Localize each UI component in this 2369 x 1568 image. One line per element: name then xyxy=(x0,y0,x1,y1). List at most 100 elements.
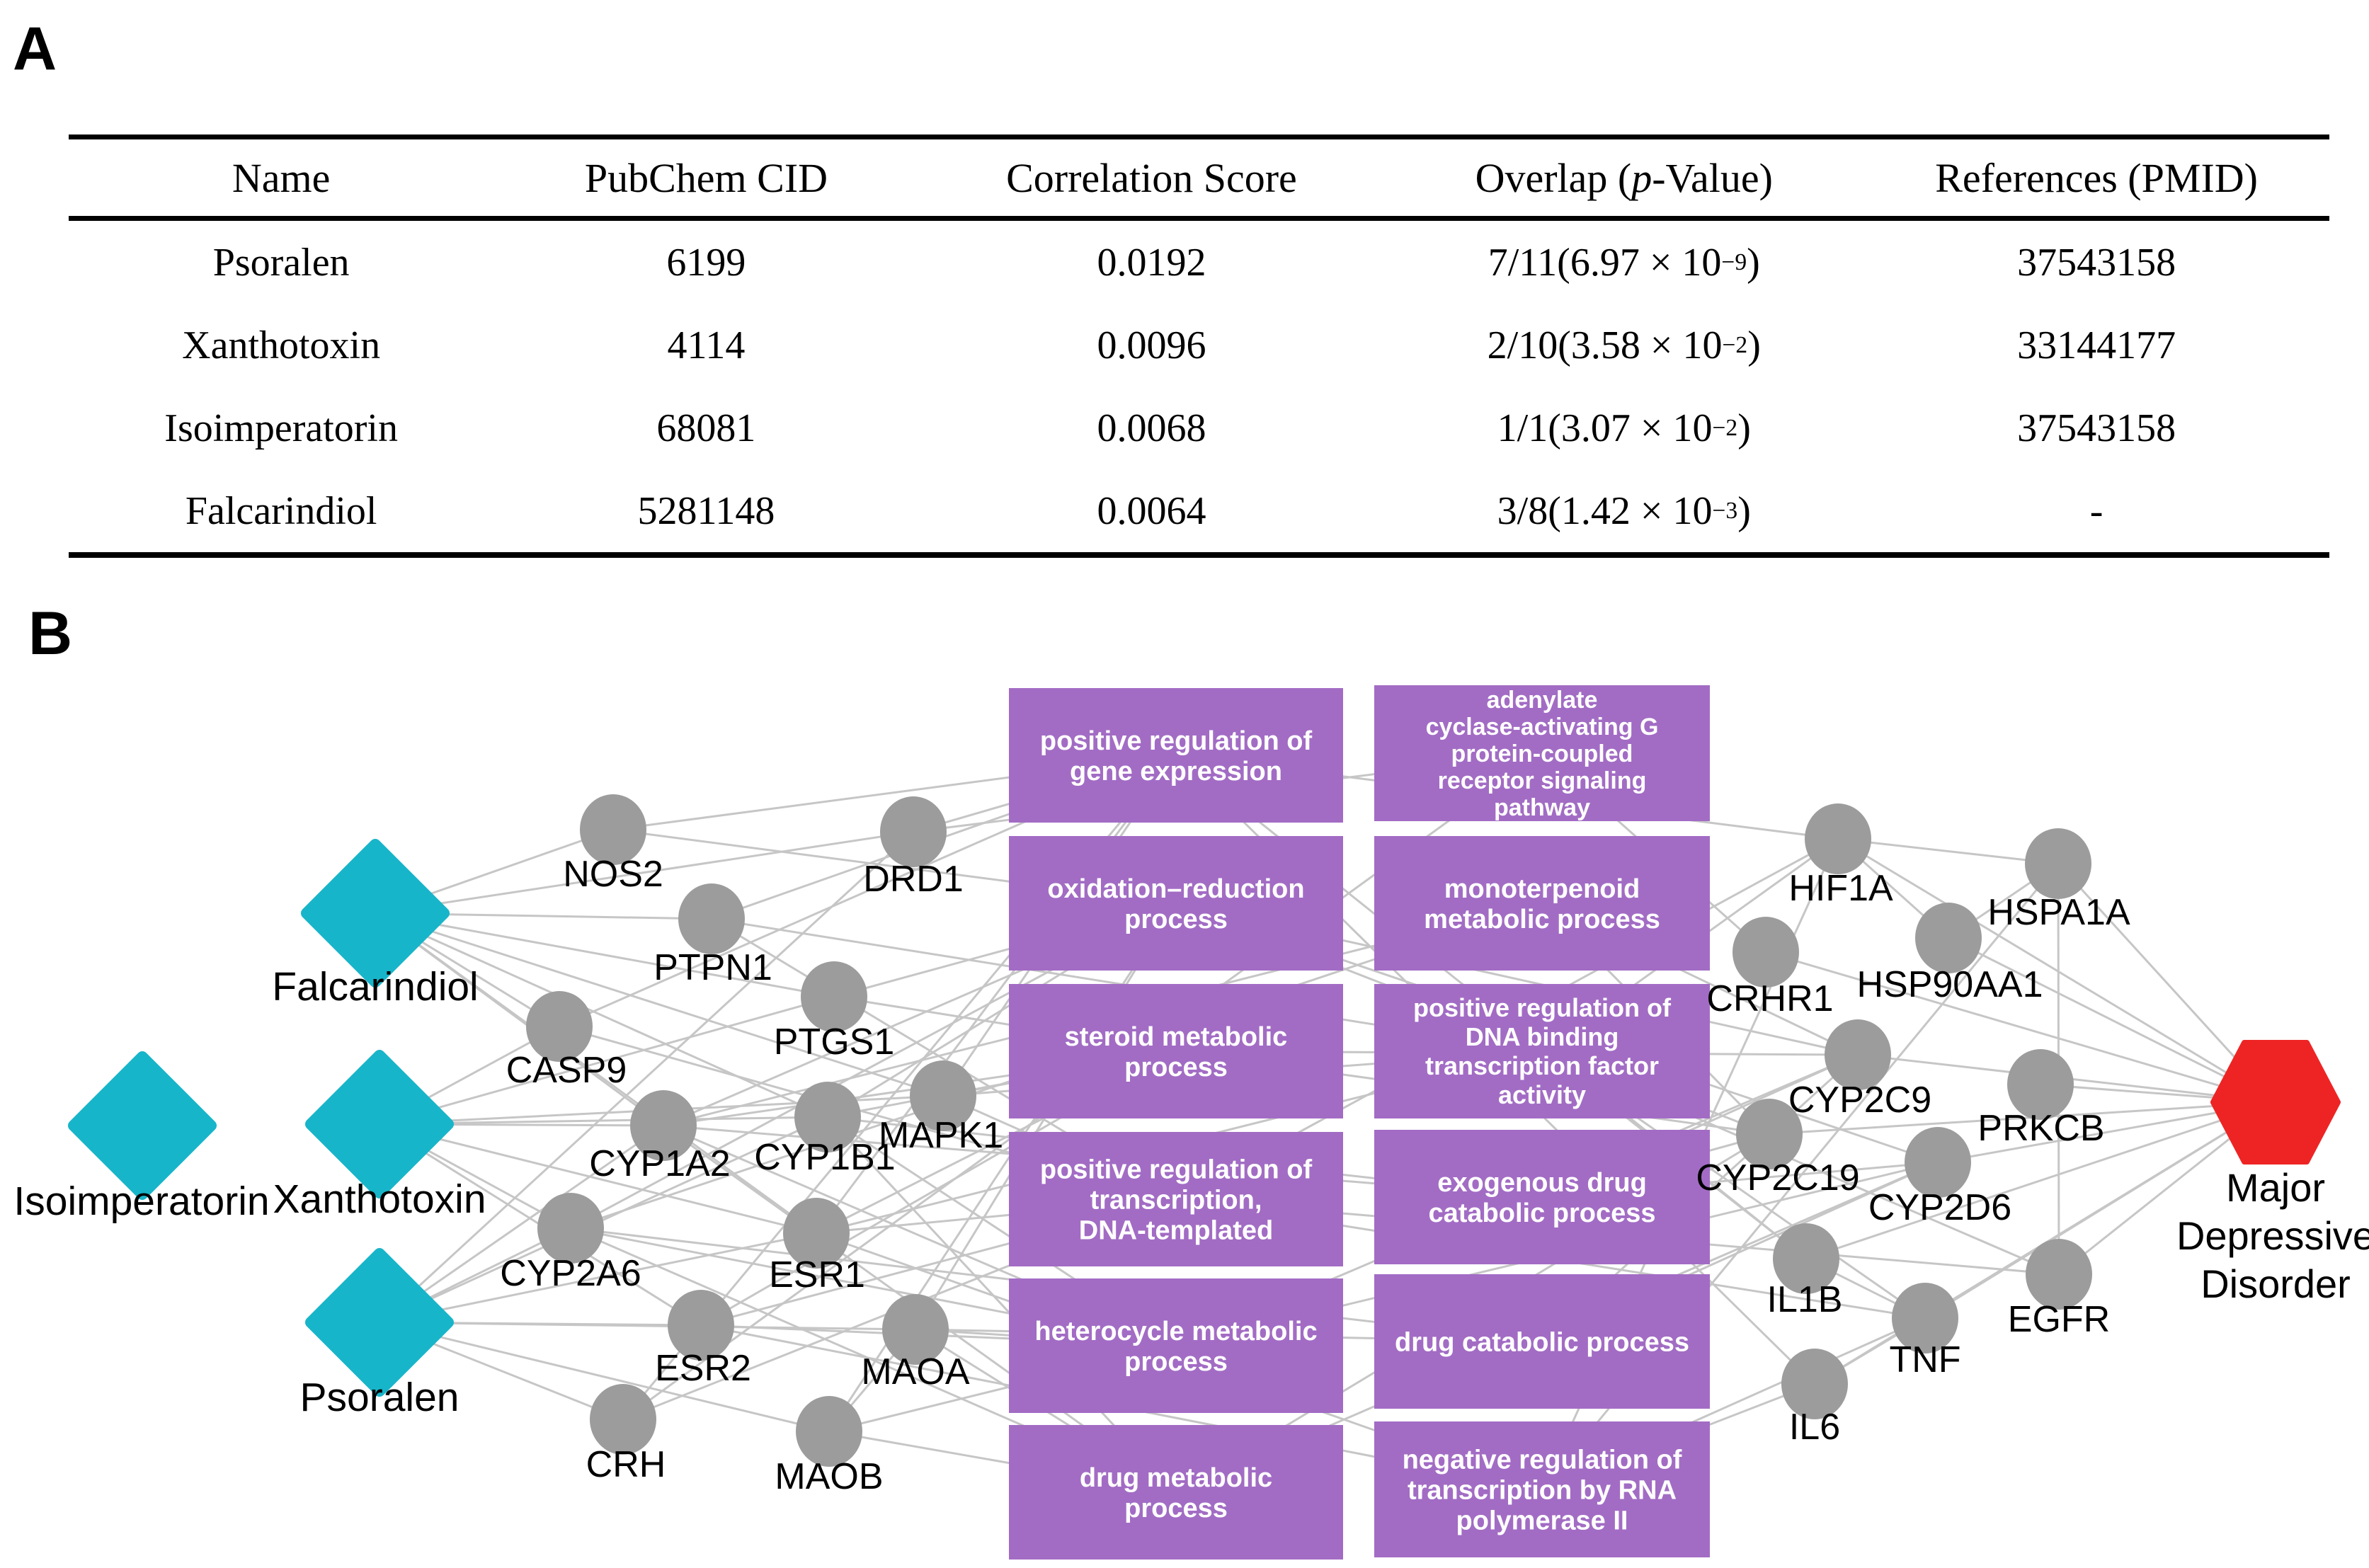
label-IL6: IL6 xyxy=(1789,1407,1840,1448)
compound-node-xanthotoxin xyxy=(305,1050,454,1198)
process-node-R5 xyxy=(1374,1274,1710,1409)
label-CYP2D6: CYP2D6 xyxy=(1868,1187,2011,1228)
cell-correlation-score: 0.0192 xyxy=(1097,240,1206,285)
label-EGFR: EGFR xyxy=(2008,1299,2110,1340)
column-header-references-pmid: References (PMID) xyxy=(1935,154,2258,201)
cell-correlation-score: 0.0064 xyxy=(1097,488,1206,533)
label-CYP2C9: CYP2C9 xyxy=(1788,1080,1931,1121)
edge-xanthotoxin-PTGS1 xyxy=(379,995,835,1126)
gene-node-PRKCB xyxy=(2007,1049,2074,1120)
cell-pubchem-cid: 68081 xyxy=(656,406,756,450)
panel-b-label: B xyxy=(28,600,73,668)
cell-overlap-pvalue: 1/1(3.07 × 10−2) xyxy=(1497,406,1751,450)
compound-node-isoimperatorin xyxy=(68,1051,217,1200)
process-node-L1 xyxy=(1009,688,1343,823)
column-header-overlap-p-value: Overlap (p-Value) xyxy=(1475,154,1773,201)
process-node-L4 xyxy=(1009,1132,1343,1266)
label-CYP2C19: CYP2C19 xyxy=(1696,1157,1859,1198)
edge-psoralen-CYP1A2 xyxy=(379,1124,664,1324)
label-CYP1B1: CYP1B1 xyxy=(754,1137,895,1178)
label-HSPA1A: HSPA1A xyxy=(1987,892,2130,933)
label-CASP9: CASP9 xyxy=(506,1050,627,1091)
gene-layer xyxy=(526,794,2092,1467)
gene-node-ESR1 xyxy=(783,1198,850,1269)
label-PTPN1: PTPN1 xyxy=(653,947,772,988)
process-node-L6 xyxy=(1009,1425,1343,1560)
process-node-L3 xyxy=(1009,984,1343,1118)
label-MAOB: MAOB xyxy=(775,1456,883,1497)
gene-node-ESR2 xyxy=(668,1290,734,1361)
edge-IL1B-MDD xyxy=(1805,1101,2276,1260)
gene-node-CRHR1 xyxy=(1732,917,1799,988)
edge-psoralen-MAOA xyxy=(379,1321,916,1331)
process-node-R4 xyxy=(1374,1130,1710,1264)
panel-a-label: A xyxy=(13,15,57,83)
edge-CYP2C19-MDD xyxy=(1769,1101,2276,1135)
cell-name: Isoimperatorin xyxy=(164,406,398,450)
edge-falcarindiol-DRD1 xyxy=(375,830,914,915)
gene-node-DRD1 xyxy=(880,796,947,867)
edge-psoralen-CYP1B1 xyxy=(379,1116,828,1324)
edge-ESR1-L1 xyxy=(815,755,1177,1234)
gene-node-PTPN1 xyxy=(678,883,745,954)
gene-node-CRH xyxy=(590,1384,656,1455)
cell-reference-pmid: 37543158 xyxy=(2017,240,2176,285)
label-HIF1A: HIF1A xyxy=(1788,868,1893,909)
label-TNF: TNF xyxy=(1889,1339,1960,1380)
edge-falcarindiol-PTGS1 xyxy=(375,912,835,998)
gene-node-CYP2D6 xyxy=(1905,1127,1971,1198)
edge-HIF1A-MDD xyxy=(1837,837,2276,1104)
gene-node-HIF1A xyxy=(1805,803,1871,874)
label-NOS2: NOS2 xyxy=(563,854,663,895)
process-node-R3 xyxy=(1374,984,1710,1118)
label-ESR2: ESR2 xyxy=(655,1348,751,1389)
cell-correlation-score: 0.0096 xyxy=(1097,323,1206,367)
gene-node-PTGS1 xyxy=(801,961,867,1032)
cell-name: Xanthotoxin xyxy=(182,323,381,367)
gene-node-CYP2C19 xyxy=(1736,1099,1803,1169)
edge-psoralen-DRD1 xyxy=(378,830,915,1324)
process-node-R1 xyxy=(1374,685,1710,821)
gene-node-HSP90AA1 xyxy=(1915,903,1982,973)
label-MAPK1: MAPK1 xyxy=(879,1115,1003,1156)
label-HSP90AA1: HSP90AA1 xyxy=(1856,964,2043,1005)
process-node-L5 xyxy=(1009,1278,1343,1413)
cell-pubchem-cid: 5281148 xyxy=(637,488,775,533)
label-ESR1: ESR1 xyxy=(769,1254,865,1295)
compound-layer xyxy=(68,839,454,1397)
gene-node-MAPK1 xyxy=(910,1060,976,1131)
cell-overlap-pvalue: 3/8(1.42 × 10−3) xyxy=(1497,488,1751,533)
edge-falcarindiol-ESR1 xyxy=(375,912,817,1235)
edge-CRHR1-MDD xyxy=(1765,951,2276,1104)
cell-reference-pmid: 33144177 xyxy=(2017,323,2176,367)
label-isoimperatorin: Isoimperatorin xyxy=(13,1179,269,1224)
process-label-R5: drug catabolic process xyxy=(1395,1327,1689,1357)
label-PRKCB: PRKCB xyxy=(1977,1108,2104,1149)
gene-node-CASP9 xyxy=(526,991,593,1062)
cell-overlap-pvalue: 2/10(3.58 × 10−2) xyxy=(1487,323,1761,367)
label-PTGS1: PTGS1 xyxy=(774,1022,895,1063)
gene-node-IL1B xyxy=(1773,1223,1839,1294)
edge-falcarindiol-CYP1B1 xyxy=(375,912,828,1118)
gene-node-CYP1B1 xyxy=(794,1082,861,1152)
gene-node-EGFR xyxy=(2026,1239,2092,1310)
edge-falcarindiol-MAPK1 xyxy=(375,912,944,1097)
gene-node-CYP2A6 xyxy=(537,1193,604,1264)
cell-pubchem-cid: 6199 xyxy=(666,240,746,285)
process-node-L2 xyxy=(1009,836,1343,971)
